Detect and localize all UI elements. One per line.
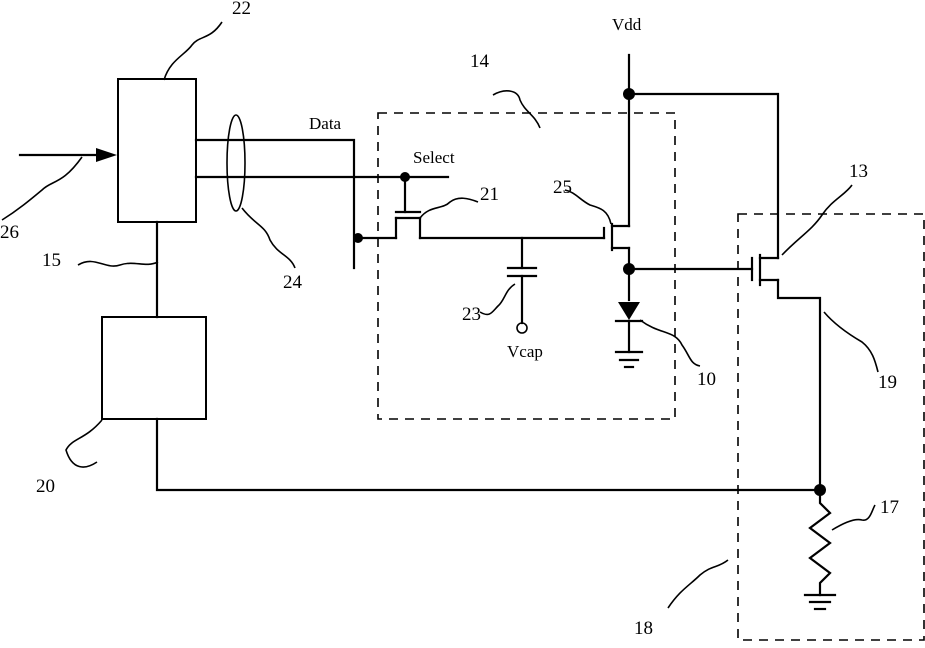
ref-label-24: 24 (283, 272, 303, 293)
ref-label-23: 23 (462, 304, 481, 325)
select-label: Select (413, 148, 455, 167)
ground-icon (616, 352, 642, 367)
sense-transistor-13 (752, 255, 820, 490)
ref-label-25: 25 (553, 177, 572, 198)
ground-icon (805, 595, 835, 609)
ref-label-20: 20 (36, 476, 55, 497)
select-node (400, 172, 410, 182)
ref-label-18: 18 (634, 618, 653, 639)
input-arrow-26 (20, 148, 117, 162)
oled-diode-10 (616, 302, 642, 352)
drive-transistor-25 (604, 224, 629, 300)
ref-label-21: 21 (480, 184, 499, 205)
measurement-block-20 (102, 317, 206, 419)
ref-label-15: 15 (42, 250, 61, 271)
ref-label-14: 14 (470, 51, 490, 72)
bus-ellipse-24 (227, 115, 245, 211)
controller-block-22 (118, 79, 196, 222)
ref-label-17: 17 (880, 497, 899, 518)
ref-label-13: 13 (849, 161, 868, 182)
data-line (196, 140, 354, 268)
sense-resistor-17 (810, 490, 830, 595)
ref-label-19: 19 (878, 372, 897, 393)
ref-label-10: 10 (697, 369, 716, 390)
vdd-to-sense-wire (629, 94, 778, 258)
ref-label-22: 22 (232, 0, 251, 19)
feedback-wire (157, 419, 820, 490)
data-label: Data (309, 114, 342, 133)
sense-circuit-boundary-18 (738, 214, 924, 640)
vcap-label: Vcap (507, 342, 543, 361)
ref-label-26: 26 (0, 222, 19, 243)
switch-transistor-21 (396, 177, 420, 238)
vdd-label: Vdd (612, 15, 642, 34)
